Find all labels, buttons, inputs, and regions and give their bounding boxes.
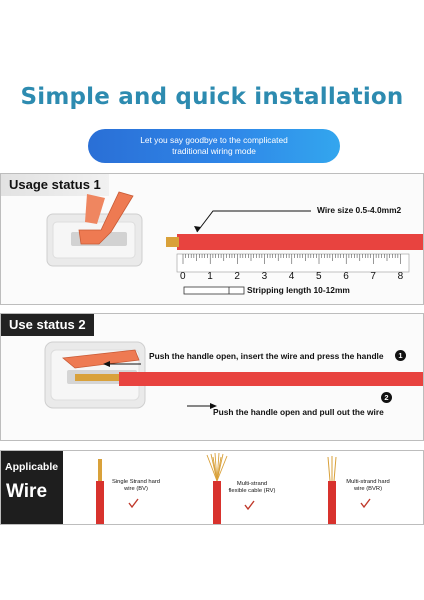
wire-type-line: flexible cable (RV)	[228, 488, 276, 494]
page-title: Simple and quick installation	[20, 84, 404, 110]
stripping-length-label: Stripping length 10-12mm	[247, 285, 350, 295]
wire-type-line: wire (BV)	[124, 486, 148, 492]
red-wire	[177, 234, 423, 250]
step-2-badge: 2	[381, 392, 392, 403]
stripping-indicator	[183, 286, 245, 295]
step-1-text: Push the handle open, insert the wire an…	[149, 351, 384, 361]
ruler-number: 0	[180, 271, 186, 282]
use-status-panel: Use status 2 Push the handle open, inser…	[0, 313, 424, 441]
multi-strand-flexible-insulation	[213, 481, 221, 524]
red-wire	[119, 372, 423, 386]
wire-type-line: Multi-strand hard	[346, 479, 390, 485]
ruler-number: 2	[234, 271, 240, 282]
single-strand-insulation	[96, 481, 104, 524]
usage-status-panel: Usage status 1 Wire size 0.5-4.0mm2 Stri…	[0, 173, 424, 305]
wire-type-label: Multi-strand flexible cable (RV)	[227, 481, 277, 495]
single-strand-core	[98, 459, 102, 481]
wire-type-line: wire (BVR)	[353, 486, 383, 492]
banner-line-2: traditional wiring mode	[172, 146, 256, 156]
step-2-text: Push the handle open and pull out the wi…	[213, 407, 384, 417]
multi-strand-hard-core	[327, 456, 337, 482]
ruler-number: 1	[207, 271, 213, 282]
ruler-number: 4	[288, 271, 295, 282]
multi-strand-flexible-core	[206, 452, 228, 482]
check-icon	[128, 498, 139, 509]
subtitle-banner: Let you say goodbye to the complicated t…	[88, 129, 340, 163]
copper-core	[75, 374, 123, 381]
applicable-wire-panel: Applicable Wire Single Strand hard wire …	[0, 450, 424, 525]
check-icon	[244, 500, 255, 511]
pointer-head	[194, 226, 201, 232]
check-icon	[360, 498, 371, 509]
wire-type-line: Multi-strand	[236, 481, 268, 487]
wire-label: Wire	[6, 481, 48, 502]
wire-type-label: Multi-strand hard wire (BVR)	[343, 479, 393, 493]
ruler-number: 5	[316, 271, 322, 282]
ruler-number: 3	[261, 271, 268, 282]
orange-handle-tip	[85, 194, 105, 224]
ruler-number: 8	[397, 271, 404, 282]
use-status-tab: Use status 2	[1, 314, 94, 336]
applicable-wire-tab: Applicable Wire	[1, 451, 63, 524]
copper-core	[166, 237, 179, 247]
wire-type-line: Single Strand hard	[111, 479, 161, 485]
ruler-ticks	[182, 254, 401, 264]
applicable-label: Applicable	[5, 461, 59, 473]
ruler	[176, 253, 410, 273]
ruler-number: 6	[343, 271, 349, 282]
wire-size-label: Wire size 0.5-4.0mm2	[317, 205, 402, 215]
step-1-badge: 1	[395, 350, 406, 361]
banner-line-1: Let you say goodbye to the complicated	[140, 135, 288, 145]
wire-types-illustration	[96, 452, 371, 524]
multi-strand-hard-insulation	[328, 481, 336, 524]
orange-handle	[62, 349, 140, 369]
usage-illustration	[46, 191, 423, 295]
usage-status-tab: Usage status 1	[1, 174, 109, 196]
wire-size-pointer	[196, 210, 311, 233]
orange-handle	[78, 191, 134, 245]
wire-type-label: Single Strand hard wire (BV)	[111, 479, 161, 493]
ruler-number: 7	[370, 271, 376, 282]
use-illustration	[44, 341, 423, 409]
